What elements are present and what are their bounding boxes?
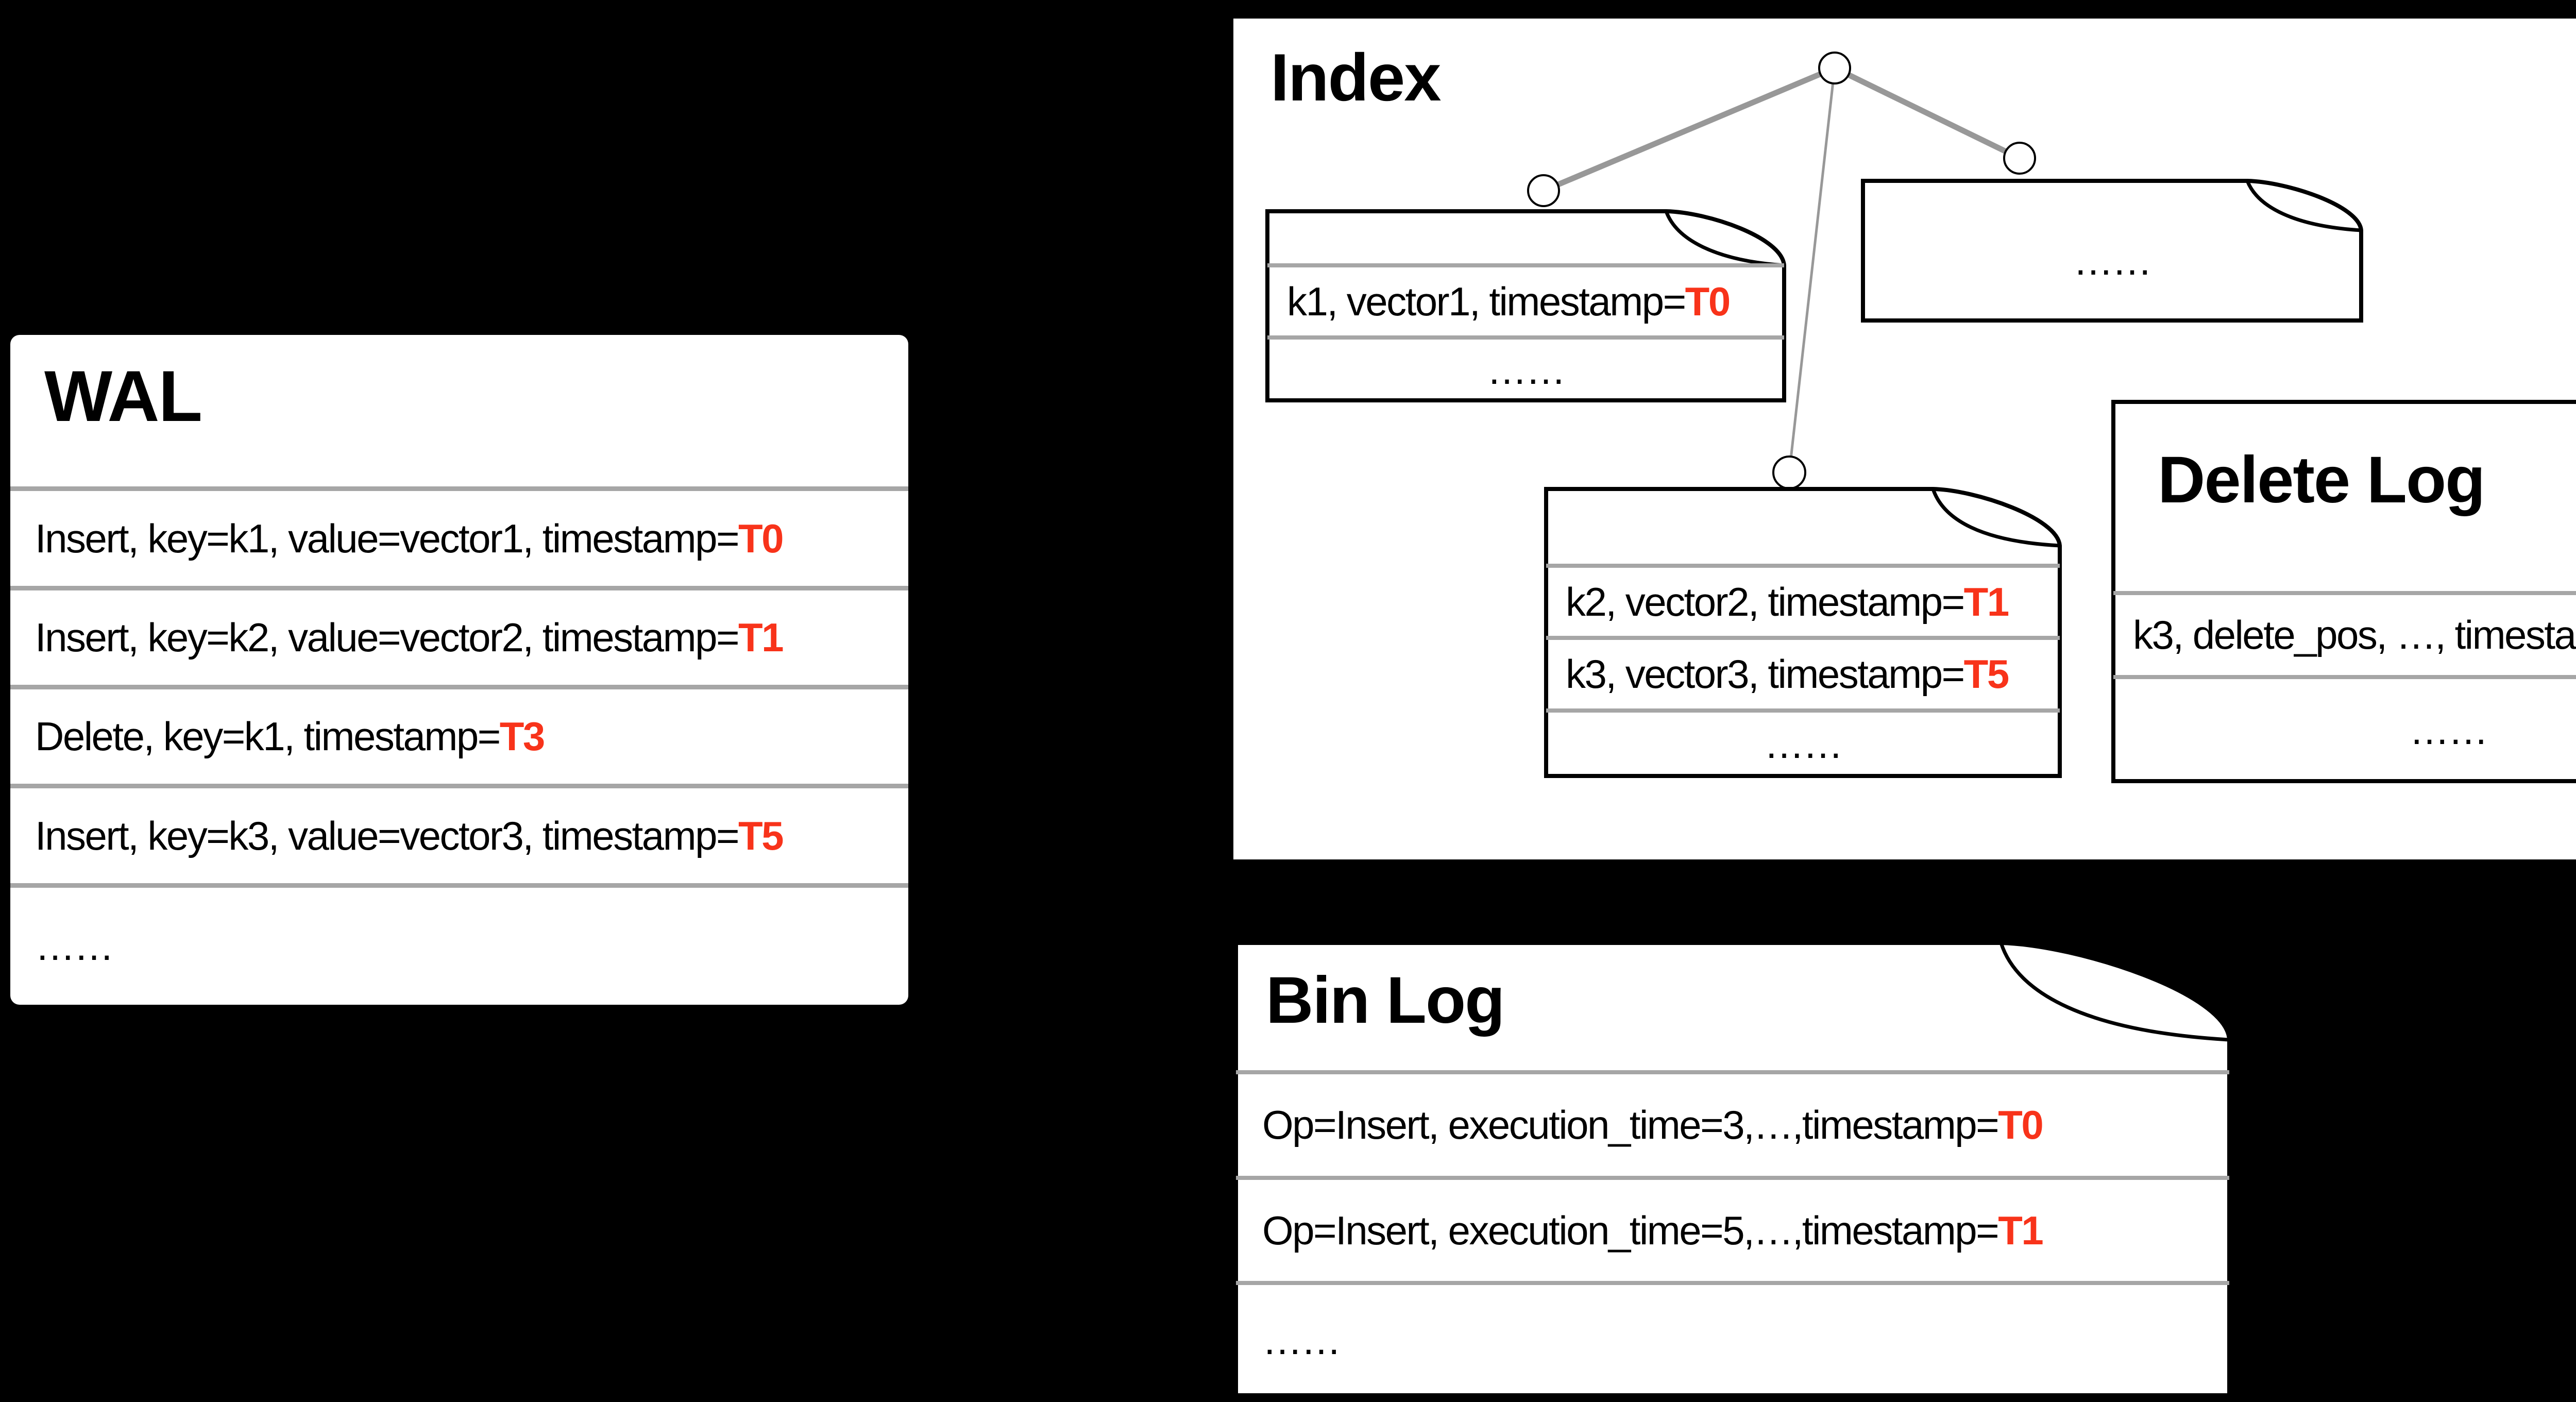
tree-node-circle — [1527, 174, 1560, 207]
bin-log-row: Op=Insert, execution_time=5,…,timestamp=… — [1234, 1178, 2231, 1283]
delete-log-title: Delete Log — [2158, 443, 2485, 517]
ellipsis-text: …… — [35, 923, 114, 969]
document-icon — [1265, 209, 1786, 402]
tree-node-circle — [1818, 52, 1851, 85]
tree-edge — [1833, 65, 2021, 161]
timestamp-value: T0 — [738, 515, 784, 561]
index-entry-row: k2, vector2, timestamp=T1 — [1544, 566, 2062, 638]
timestamp-value: T5 — [738, 813, 784, 858]
ellipsis-text: …… — [1262, 1317, 1342, 1363]
ellipsis-text: …… — [1487, 347, 1566, 393]
page-fold-crease — [1931, 488, 2060, 548]
wal-panel: WAL Insert, key=k1, value=vector1, times… — [10, 335, 908, 1005]
ellipsis-row: …… — [1265, 337, 1786, 402]
bin-log-row: Op=Insert, execution_time=3,…,timestamp=… — [1234, 1072, 2231, 1178]
timestamp-value: T0 — [1685, 278, 1731, 324]
timestamp-value: T5 — [1963, 651, 2010, 697]
log-entry-text: Insert, key=k3, value=vector3, timestamp… — [35, 813, 740, 858]
entry-text: k2, vector2, timestamp= — [1566, 579, 1965, 624]
ellipsis-text: …… — [2409, 707, 2489, 753]
tree-node-circle — [2003, 142, 2036, 175]
document-icon — [1544, 487, 2062, 778]
timestamp-value: T0 — [1998, 1102, 2044, 1147]
index-entry-row: k3, vector3, timestamp=T5 — [1544, 638, 2062, 711]
index-tree — [1527, 52, 2036, 489]
index-panel: Index k1, vector1, timestamp=T0 …… — [1229, 14, 2576, 864]
entry-text: Op=Insert, execution_time=3,…,timestamp= — [1262, 1102, 1999, 1147]
log-entry-text: Delete, key=k1, timestamp= — [35, 714, 501, 759]
document-icon — [1861, 179, 2363, 323]
segment-file-other: …… — [1861, 179, 2363, 323]
wal-row: Insert, key=k3, value=vector3, timestamp… — [10, 784, 908, 883]
ellipsis-row: …… — [2111, 677, 2576, 783]
document-icon — [2111, 400, 2576, 783]
delete-log-row: k3, delete_pos, …, timestamp=T3 — [2111, 593, 2576, 677]
ellipsis-row: …… — [1544, 711, 2062, 778]
ellipsis-row: …… — [1861, 199, 2363, 323]
timestamp-value: T3 — [499, 714, 546, 759]
ellipsis-text: …… — [2073, 238, 2153, 283]
page-fold-crease — [2245, 180, 2362, 232]
entry-text: Op=Insert, execution_time=5,…,timestamp= — [1262, 1207, 1999, 1253]
delete-log-file: Delete Log k3, delete_pos, …, timestamp=… — [2111, 400, 2576, 783]
log-entry-text: Insert, key=k2, value=vector2, timestamp… — [35, 615, 740, 660]
tree-edge — [1788, 67, 1836, 473]
entry-text: k1, vector1, timestamp= — [1287, 278, 1686, 324]
ellipsis-row: …… — [1234, 1283, 2231, 1397]
segment-file-k1: k1, vector1, timestamp=T0 …… — [1265, 209, 1786, 402]
wal-title: WAL — [44, 356, 202, 436]
wal-row: Insert, key=k1, value=vector1, timestamp… — [10, 486, 908, 586]
timestamp-value: T1 — [1963, 579, 2010, 624]
document-icon — [1234, 941, 2231, 1397]
index-entry-row: k1, vector1, timestamp=T0 — [1265, 265, 1786, 337]
page-fold-crease — [1999, 942, 2230, 1042]
entry-text: k3, vector3, timestamp= — [1566, 651, 1965, 697]
bin-log-file: Bin Log Op=Insert, execution_time=3,…,ti… — [1234, 941, 2231, 1397]
ellipsis-text: …… — [1764, 721, 1843, 767]
page-fold-crease — [1664, 210, 1785, 267]
entry-text: k3, delete_pos, …, timestamp= — [2133, 612, 2576, 657]
log-entry-text: Insert, key=k1, value=vector1, timestamp… — [35, 515, 740, 561]
wal-row: Delete, key=k1, timestamp=T3 — [10, 685, 908, 784]
wal-ellipsis-row: …… — [10, 883, 908, 1005]
segment-file-k2-k3: k2, vector2, timestamp=T1 k3, vector3, t… — [1544, 487, 2062, 778]
tree-node-circle — [1772, 455, 1806, 489]
bin-log-title: Bin Log — [1266, 964, 1505, 1037]
index-title: Index — [1270, 40, 1442, 115]
wal-row: Insert, key=k2, value=vector2, timestamp… — [10, 586, 908, 685]
timestamp-value: T1 — [738, 615, 784, 660]
tree-edge — [1542, 65, 1836, 194]
timestamp-value: T1 — [1998, 1207, 2044, 1253]
